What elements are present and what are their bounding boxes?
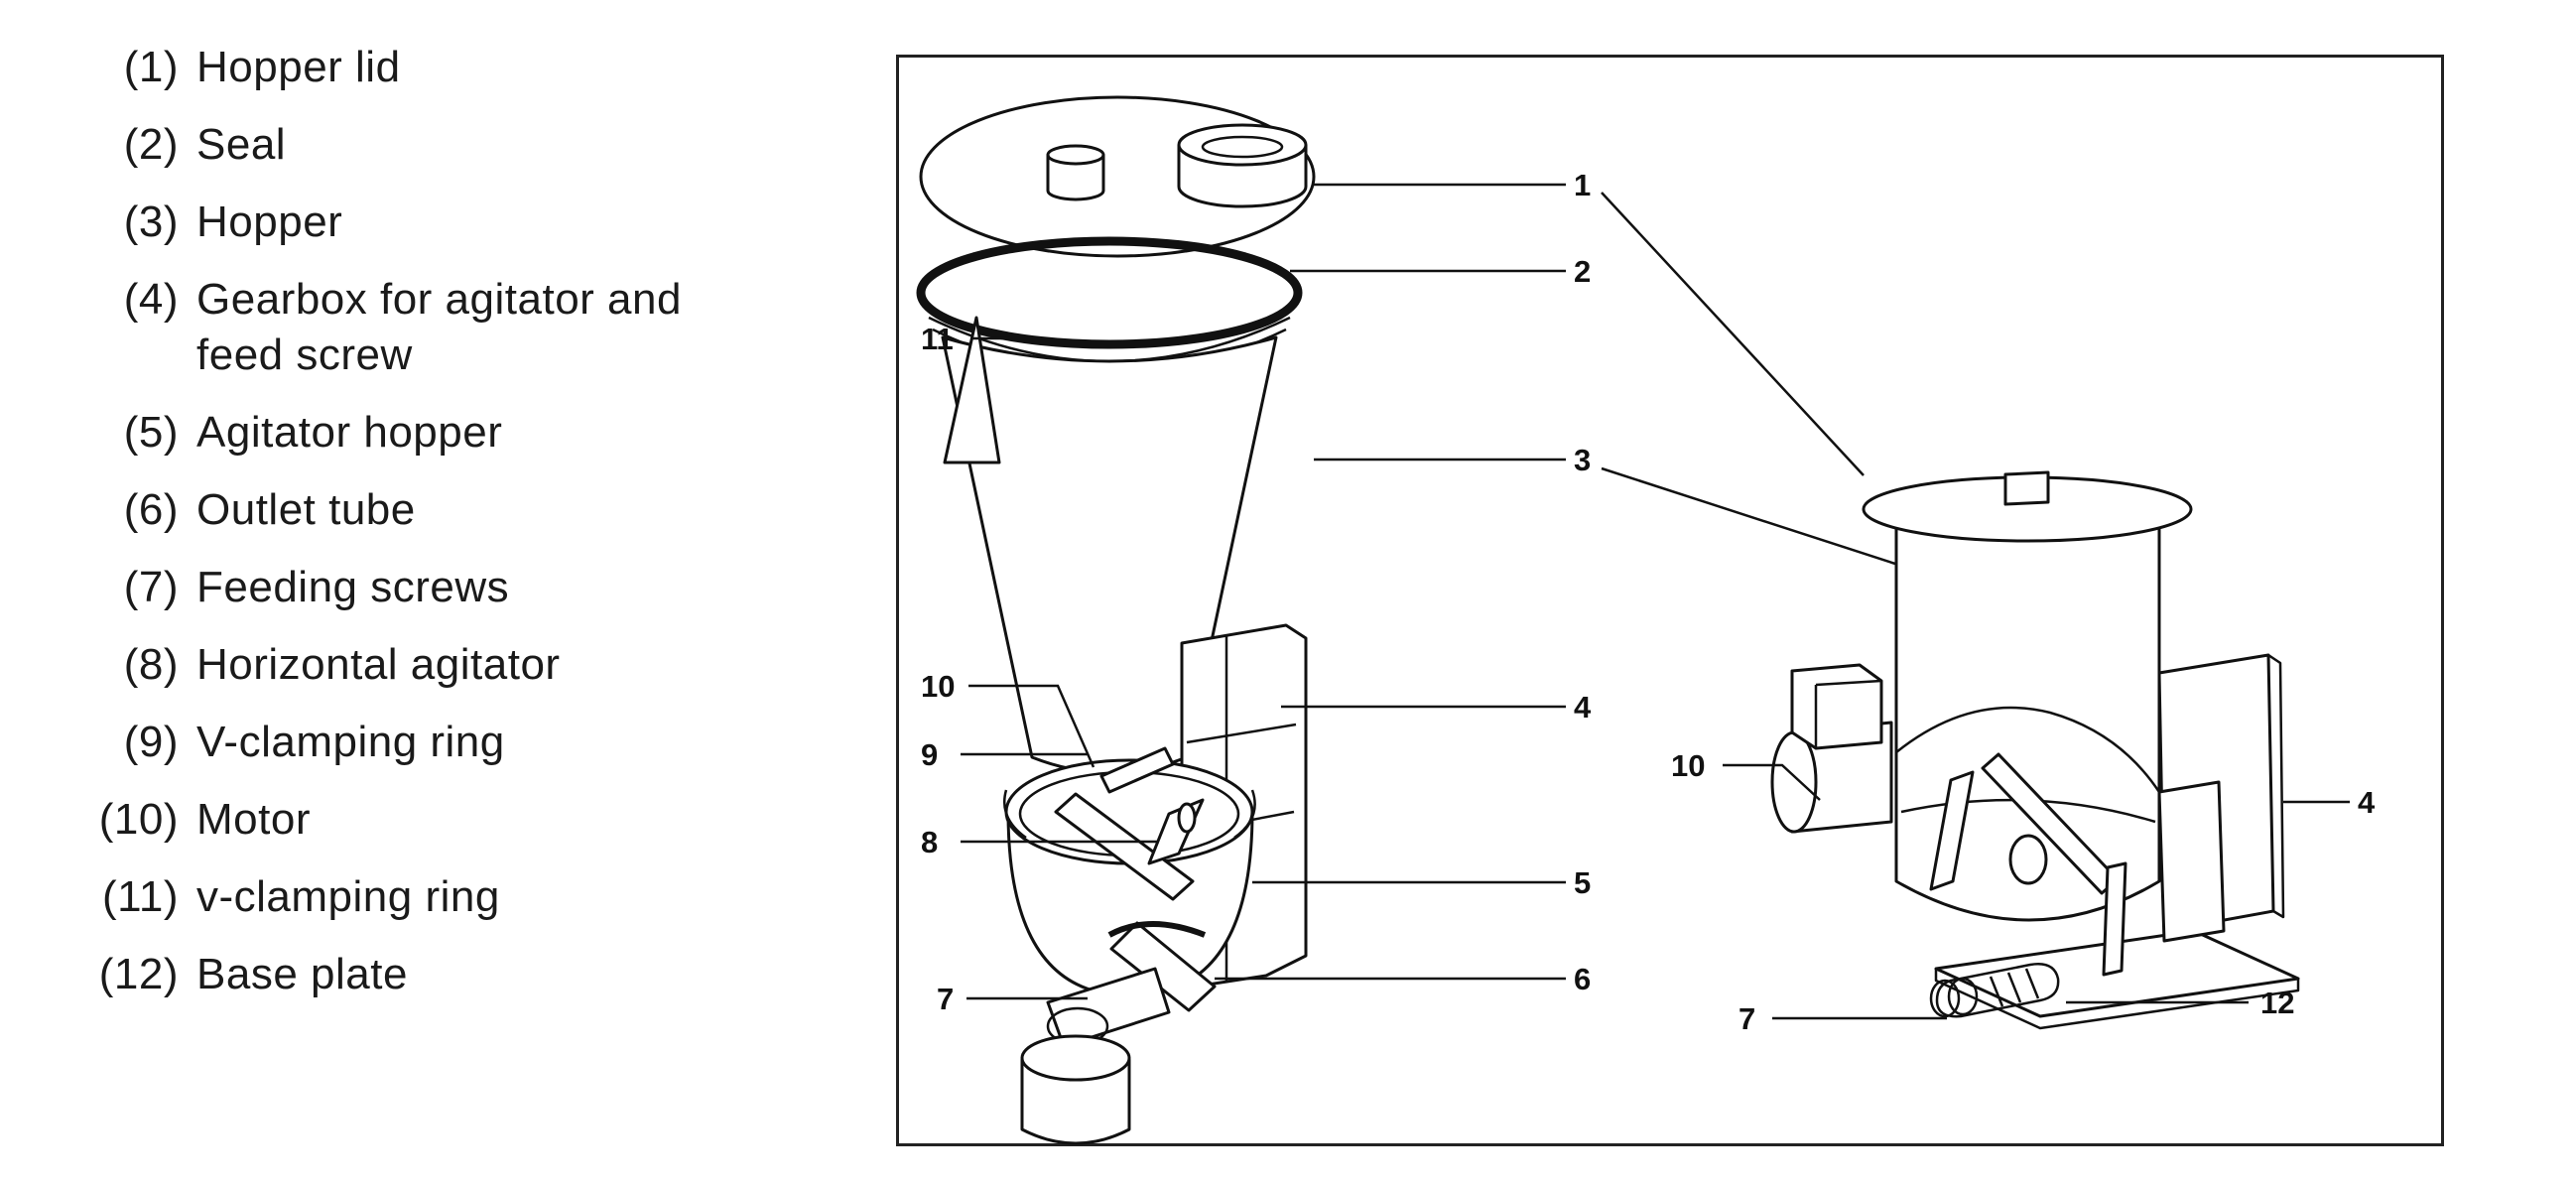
hopper-lid-drawing: [919, 95, 1316, 258]
legend-item: (9) V-clamping ring: [79, 715, 853, 770]
legend-text-line: Hopper lid: [196, 43, 401, 91]
legend-item: (5) Agitator hopper: [79, 405, 853, 461]
legend-number: (6): [123, 485, 179, 534]
outlet-tube-drawing: [1046, 921, 1217, 1048]
legend-number: (1): [123, 43, 179, 91]
callout-6: 6: [1574, 962, 1591, 996]
seal-drawing: [916, 236, 1303, 349]
callout-11: 11: [921, 322, 954, 356]
feeding-screws-drawing: [1020, 1034, 1131, 1145]
right-assembled-unit: [1770, 470, 2300, 1030]
legend-number: (8): [123, 640, 179, 689]
callout-2: 2: [1574, 254, 1591, 289]
callout-7-right: 7: [1739, 1001, 1755, 1036]
legend-item: (4) Gearbox for agitator and feed screw: [79, 272, 853, 383]
legend-text: Outlet tube: [196, 482, 853, 538]
left-exploded-assembly: [916, 95, 1316, 1145]
legend-text-line: V-clamping ring: [196, 718, 505, 766]
legend-text: Agitator hopper: [196, 405, 853, 461]
callout-3: 3: [1574, 443, 1591, 477]
legend-text-line: Outlet tube: [196, 485, 416, 534]
legend-text-line: feed screw: [196, 330, 413, 379]
callout-12: 12: [2260, 986, 2294, 1020]
parts-legend: (1) Hopper lid (2) Seal (3) Hopper (4) Gearbox …: [79, 40, 853, 1024]
legend-number: (4): [123, 275, 179, 324]
legend-text-line: Seal: [196, 120, 287, 169]
legend-number: (2): [123, 120, 179, 169]
lid-knob-drawing: [2003, 470, 2050, 506]
callout-4-left: 4: [1574, 690, 1592, 725]
callout-1: 1: [1574, 168, 1591, 202]
legend-item: (1) Hopper lid: [79, 40, 853, 95]
gearbox-assembled-drawing: [2157, 653, 2285, 943]
legend-text-line: Gearbox for agitator and: [196, 275, 682, 324]
legend-text-line: Motor: [196, 795, 311, 844]
callout-4-right: 4: [2358, 785, 2376, 820]
leader-lines: [961, 183, 2350, 1020]
legend-item: (8) Horizontal agitator: [79, 637, 853, 693]
horizontal-agitator-drawing: [1054, 746, 1205, 901]
legend-text-line: v-clamping ring: [196, 872, 500, 921]
legend-number: (5): [123, 408, 179, 457]
legend-item: (12) Base plate: [79, 947, 853, 1002]
callout-10-right: 10: [1671, 748, 1705, 783]
legend-number: (11): [102, 872, 179, 921]
legend-item: (11) v-clamping ring: [79, 869, 853, 925]
motor-drawing: [1770, 663, 1893, 834]
legend-text-line: Base plate: [196, 950, 408, 998]
callout-5: 5: [1574, 865, 1591, 900]
agitator-assembled-drawing: [1929, 752, 2127, 977]
callout-10-left: 10: [921, 669, 955, 704]
legend-number: (3): [123, 198, 179, 246]
legend-item: (6) Outlet tube: [79, 482, 853, 538]
legend-text-line: Hopper: [196, 198, 343, 246]
legend-number: (7): [123, 563, 179, 611]
callout-9: 9: [921, 737, 938, 772]
callout-7-left: 7: [937, 982, 954, 1016]
legend-text: Hopper: [196, 195, 853, 250]
legend-number: (9): [123, 718, 179, 766]
legend-item: (10) Motor: [79, 792, 853, 848]
exploded-diagram: 1 2 11 3 4 10 9 8 5 6 7 10 4 7 12: [896, 55, 2444, 1146]
legend-item: (7) Feeding screws: [79, 560, 853, 615]
legend-text: V-clamping ring: [196, 715, 853, 770]
legend-text: Base plate: [196, 947, 853, 1002]
legend-text-line: Agitator hopper: [196, 408, 503, 457]
callout-8: 8: [921, 825, 938, 859]
legend-text: Horizontal agitator: [196, 637, 853, 693]
legend-text-line: Feeding screws: [196, 563, 510, 611]
legend-number: (10): [98, 795, 179, 844]
legend-text: v-clamping ring: [196, 869, 853, 925]
legend-text: Motor: [196, 792, 853, 848]
callout-labels: 1 2 11 3 4 10 9 8 5 6 7 10 4 7 12: [921, 168, 2376, 1036]
legend-number: (12): [98, 950, 179, 998]
diagram-svg: 1 2 11 3 4 10 9 8 5 6 7 10 4 7 12: [916, 95, 2376, 1145]
legend-item: (3) Hopper: [79, 195, 853, 250]
legend-text: Seal: [196, 117, 853, 173]
feeding-screws-assembled-drawing: [1929, 963, 2060, 1018]
legend-text: Feeding screws: [196, 560, 853, 615]
legend-item: (2) Seal: [79, 117, 853, 173]
legend-text: Hopper lid: [196, 40, 853, 95]
legend-text: Gearbox for agitator and feed screw: [196, 272, 853, 383]
lower-clamping-ring-drawing: [1003, 789, 1256, 840]
legend-text-line: Horizontal agitator: [196, 640, 561, 689]
